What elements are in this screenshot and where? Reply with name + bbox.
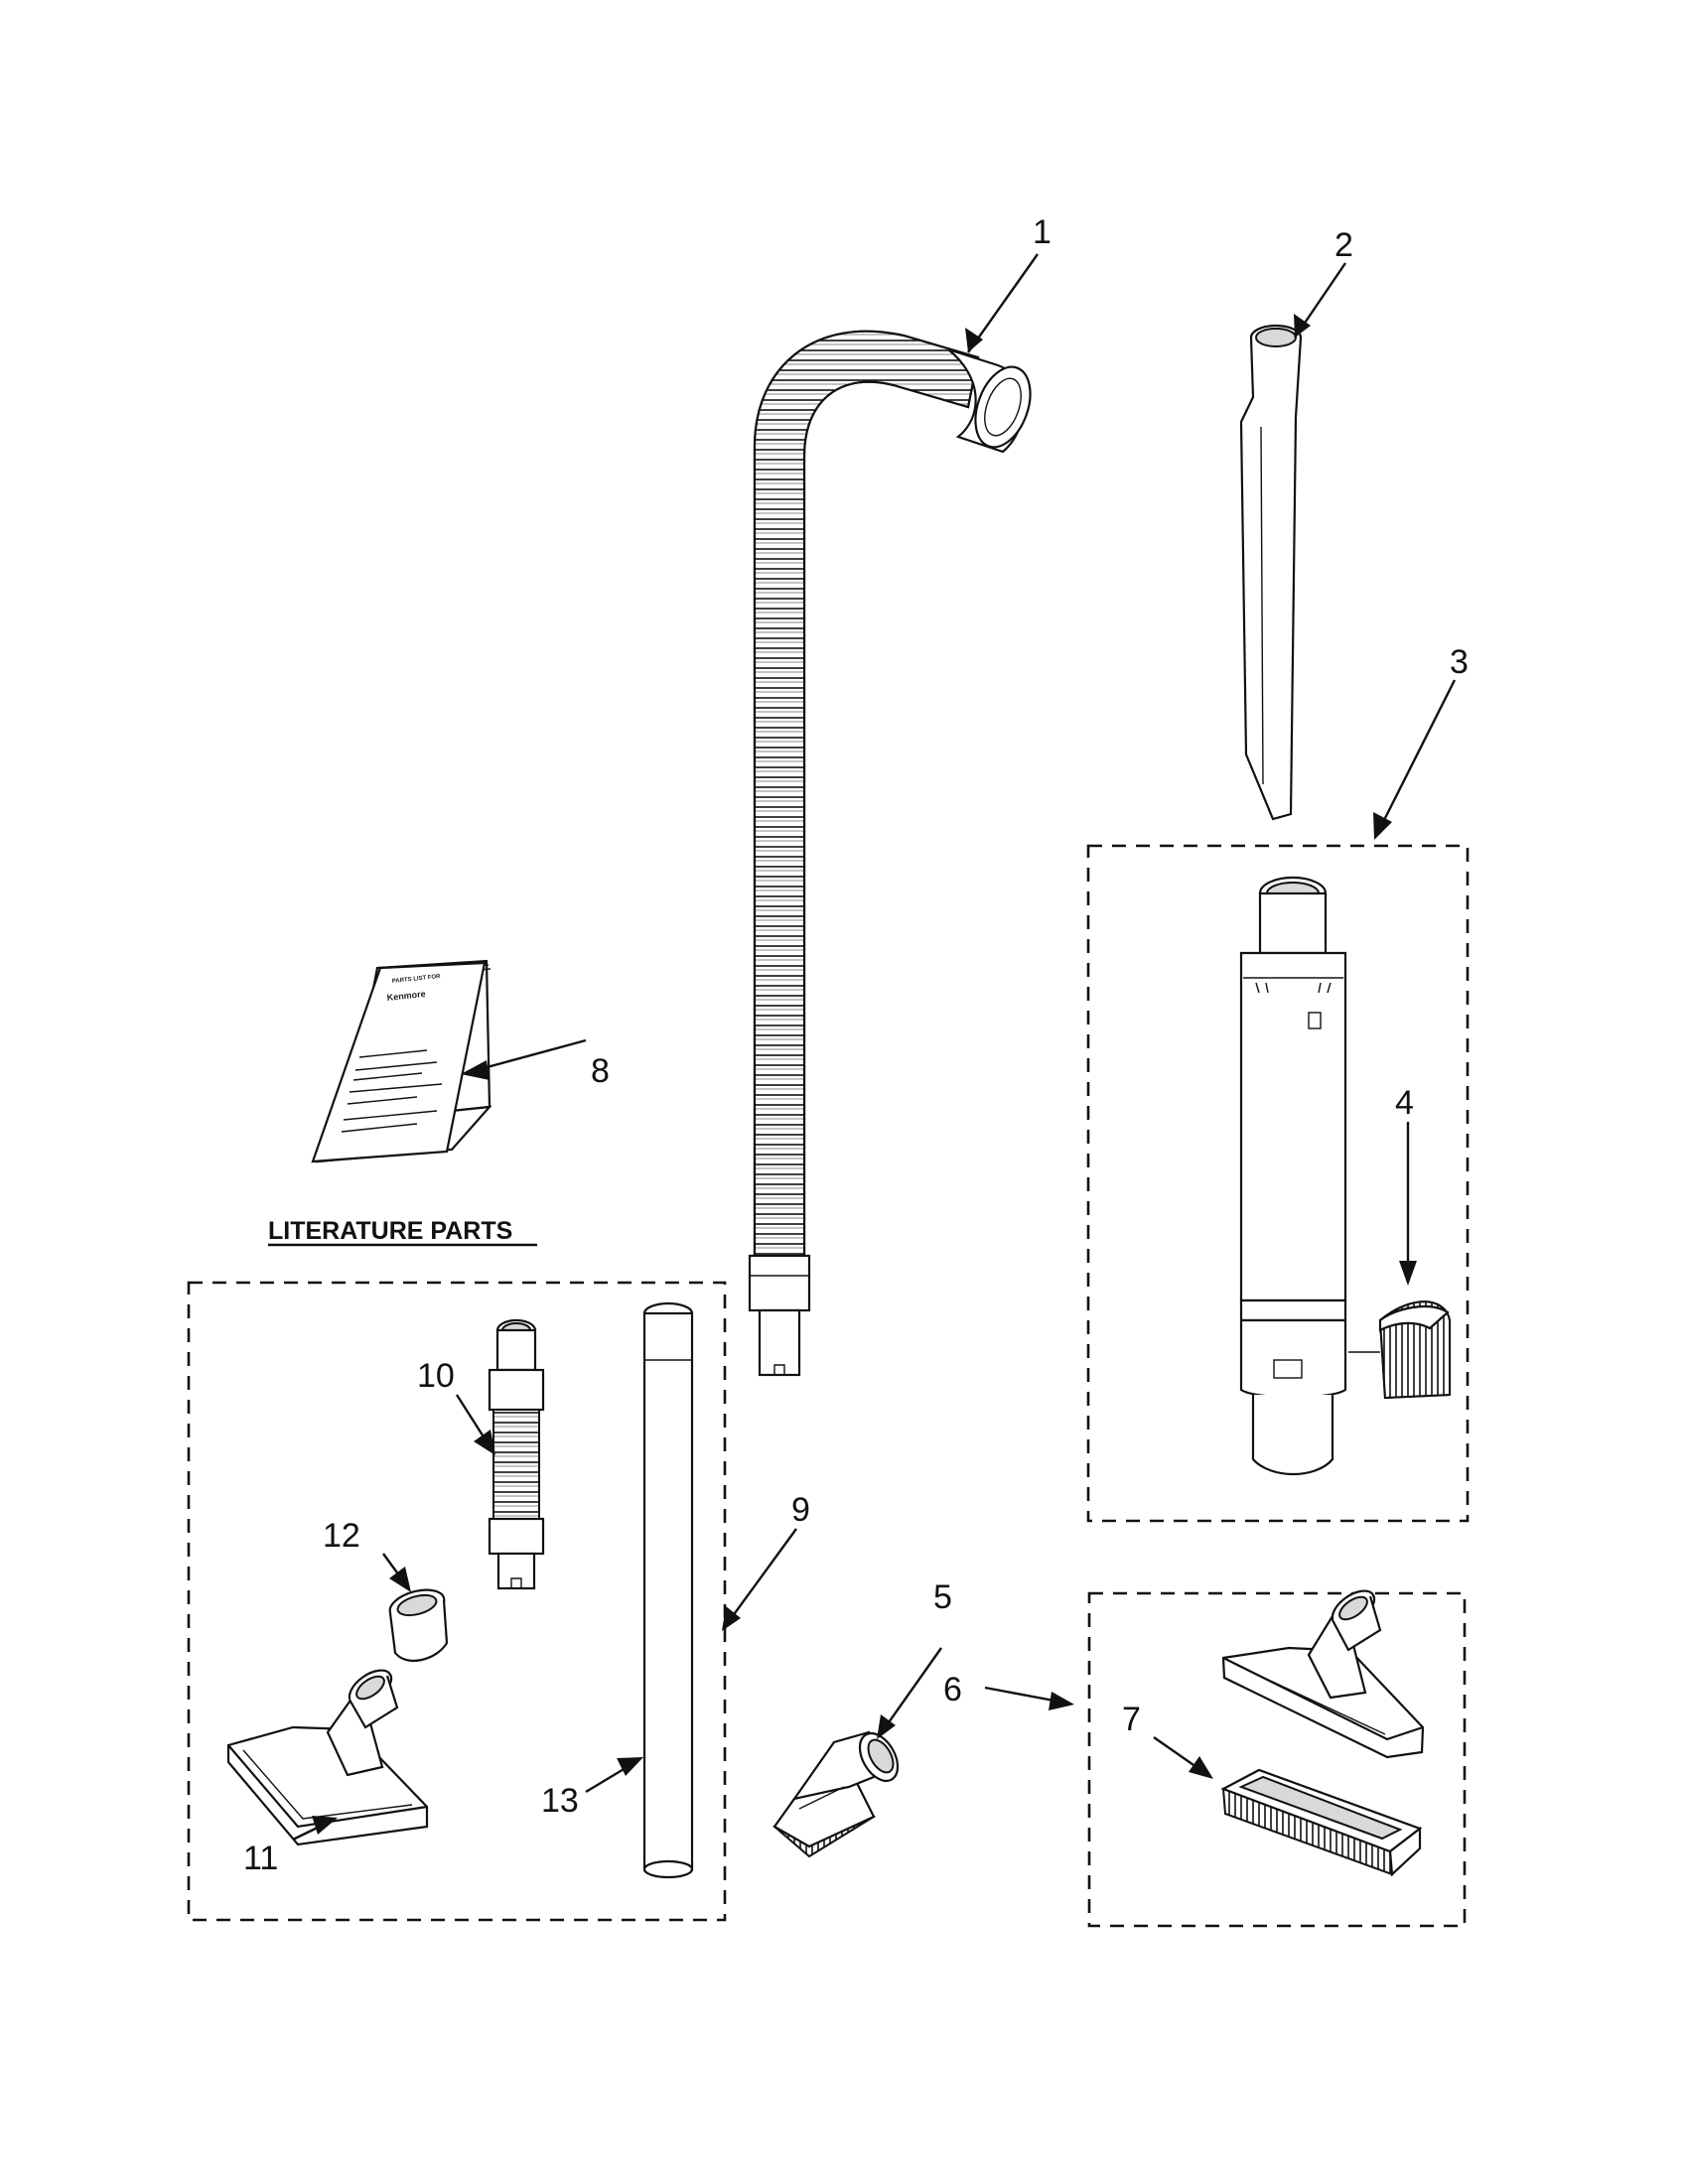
callout-3: 3 (1450, 643, 1469, 681)
crevice-tool-part-2 (1239, 324, 1303, 821)
floor-tool-part-6 (1221, 1589, 1425, 1759)
callout-8: 8 (591, 1052, 610, 1090)
wand-clip-part-4 (1348, 1300, 1452, 1400)
floor-tool-part-11 (226, 1669, 429, 1846)
callout-1: 1 (1033, 213, 1052, 251)
literature-parts-heading: LITERATURE PARTS (268, 1217, 512, 1245)
callout-13: 13 (541, 1782, 579, 1820)
attachment-kit-box (187, 1281, 727, 1922)
callout-5: 5 (933, 1578, 952, 1616)
callout-7: 7 (1122, 1701, 1141, 1738)
callout-12: 12 (323, 1517, 360, 1555)
booklet-heading: PARTS LIST FOR (392, 974, 442, 985)
floor-brush-insert-part-7 (1220, 1768, 1423, 1877)
dusting-brush-part-5 (772, 1730, 900, 1858)
extension-wand-kit-box (1086, 844, 1470, 1523)
parts-list-booklet-part-8: PARTS LIST FOR Kenmore (311, 959, 492, 1163)
callout-11: 11 (243, 1840, 278, 1877)
callout-4: 4 (1395, 1084, 1414, 1122)
callout-9: 9 (791, 1491, 810, 1529)
leader-lines (292, 253, 1457, 1842)
callout-10: 10 (417, 1357, 455, 1395)
callout-6: 6 (943, 1671, 962, 1708)
floor-tool-kit-box (1087, 1591, 1467, 1928)
adapter-part-12 (388, 1588, 449, 1662)
callout-2: 2 (1334, 226, 1353, 264)
booklet-brand: Kenmore (386, 989, 426, 1003)
extension-wand-part-3 (1239, 876, 1347, 1476)
extension-wand-part-13 (642, 1301, 694, 1879)
hose-part-1 (748, 330, 1032, 1377)
hose-adapter-part-10 (488, 1318, 545, 1590)
